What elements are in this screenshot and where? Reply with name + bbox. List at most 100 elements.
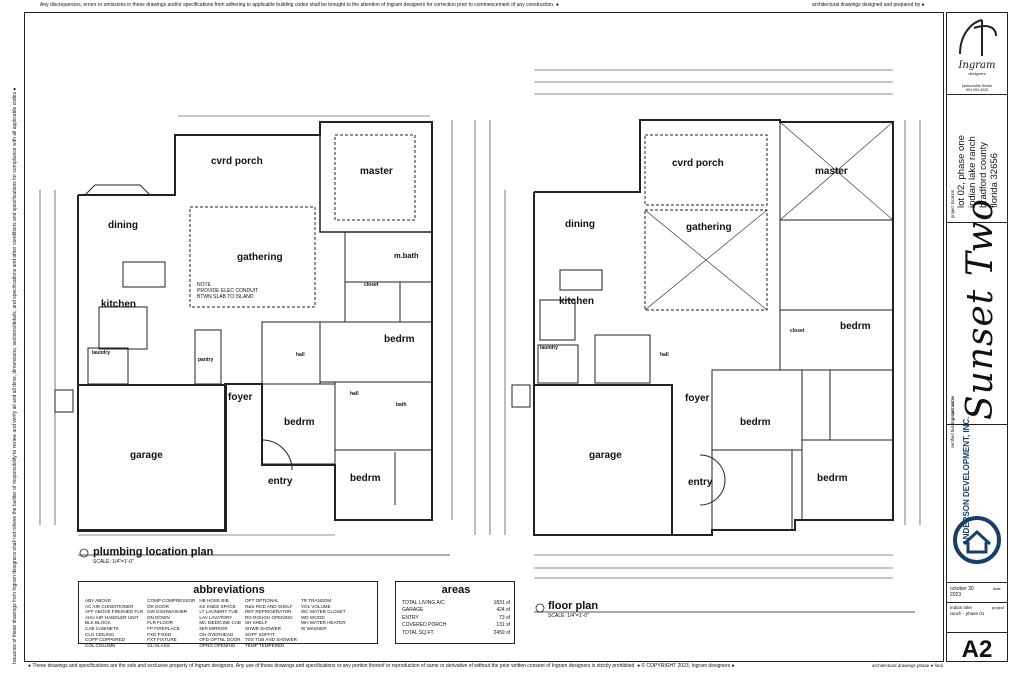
- abbreviations-title: abbreviations: [193, 584, 265, 596]
- abbr-entry: TR TRANSOM: [300, 598, 332, 603]
- project-name: Sunset Two: [960, 198, 1001, 420]
- abbr-entry: AFF ABOVE FINISHED FLR: [85, 609, 144, 615]
- floor-room-entry: entry: [688, 477, 713, 488]
- plumbing-room-garage: garage: [130, 450, 163, 461]
- floor-room-closet: closet: [790, 328, 805, 334]
- area-label: TOTAL SQ.FT.: [402, 629, 435, 636]
- abbr-entry: COPP COPPERED: [85, 637, 125, 643]
- sheet-date: october 30 2023: [950, 586, 974, 598]
- abbr-entry: FXD FIXED: [147, 631, 172, 637]
- abbr-entry: OH OVERHEAD: [199, 631, 234, 637]
- abbr-entry: OPT OPTIONAL: [244, 598, 279, 603]
- abbr-entry: OPNG OPENING: [199, 642, 236, 648]
- areas-title: areas: [441, 584, 471, 596]
- areas-row: TOTAL LIVING A/C 1831 sf: [402, 600, 510, 607]
- abbr-entry: HB HOSE BIB: [199, 598, 229, 603]
- plumbing-room-pantry: pantry: [198, 357, 214, 363]
- area-value: 73 sf: [499, 614, 510, 621]
- areas-table: areas TOTAL LIVING A/C 1831 sf GARAGE 42…: [395, 581, 515, 644]
- abbr-entry: SH SHELF: [244, 620, 268, 626]
- abbr-entry: FXT FIXTURE: [147, 637, 177, 643]
- plumbing-room-hall-1: hall: [296, 352, 305, 358]
- top-disclaimer: Any discrepancies, errors or omissions i…: [40, 2, 559, 8]
- firm-name: Ingram: [958, 60, 996, 71]
- floor-room-bedrm-2: bedrm: [740, 417, 771, 428]
- plumbing-room-bedrm-2: bedrm: [284, 417, 315, 428]
- abbr-entry: TEMP TEMPERED: [244, 642, 285, 648]
- sheet-project: indian lake ranch - phase 01: [950, 605, 985, 616]
- floor-room-hall: hall: [660, 352, 669, 358]
- areas-row: GARAGE 424 sf: [402, 607, 510, 614]
- areas-row: ENTRY 73 sf: [402, 615, 510, 622]
- plumbing-room-foyer: foyer: [228, 392, 253, 403]
- area-value: 2459 sf: [493, 629, 510, 636]
- plumbing-plan-scale: SCALE: 1/4"=1'-0": [93, 559, 134, 565]
- ingram-logo-icon: [959, 19, 997, 56]
- date-label: date: [993, 586, 1001, 591]
- firm-sub: designers: [968, 71, 986, 76]
- abbr-entry: REF REFRIGERATOR: [244, 609, 292, 615]
- abbr-entry: DW DISHWASHER: [147, 609, 188, 615]
- floor-room-laundry: laundry: [540, 345, 559, 351]
- abbr-entry: WC WATER CLOSET: [300, 609, 346, 615]
- project-location-label: project location: [950, 189, 955, 218]
- area-value: 1831 sf: [493, 600, 510, 606]
- area-label: GARAGE: [402, 607, 424, 614]
- abbr-entry: W WASHER: [300, 625, 327, 631]
- abbr-entry: CAB CABINETS: [85, 625, 119, 631]
- abbr-entry: FP FIREPLACE: [147, 625, 180, 631]
- floor-room-bedrm-1: bedrm: [840, 321, 871, 332]
- area-value: 131 sf: [496, 622, 510, 629]
- abbreviations-column: HB HOSE BIB KS KNEE SPACE LT LAUNDRY TUB…: [199, 598, 241, 648]
- plumbing-room-closet: closet: [364, 282, 379, 288]
- company-name: ANDERSON DEVELOPMENT, INC.: [962, 416, 971, 545]
- abbr-entry: KS KNEE SPACE: [199, 603, 236, 609]
- abbr-entry: R&S ROD AND SHELF: [244, 603, 293, 609]
- abbr-entry: VOL VOLUME: [300, 603, 331, 609]
- divider: [946, 222, 1008, 223]
- bottom-copyright: ● These drawings and specifications are …: [28, 663, 735, 669]
- plumbing-room-laundry: laundry: [92, 350, 111, 356]
- plumbing-plan-title: plumbing location plan: [93, 546, 214, 558]
- floor-plan-scale: SCALE: 1/4"=1'-0": [548, 613, 589, 619]
- floor-plan-title: floor plan: [548, 600, 599, 612]
- plumbing-room-m-bath: m.bath: [394, 251, 419, 260]
- firm-contact: jacksonville florida 904 994 4025: [962, 84, 992, 93]
- floor-room-dining: dining: [565, 219, 595, 230]
- plumbing-room-kitchen: kitchen: [101, 299, 137, 310]
- abbreviations-column: TR TRANSOM VOL VOLUME WC WATER CLOSET WD…: [301, 598, 346, 648]
- abbr-entry: LAV LAVATORY: [199, 614, 233, 620]
- divider: [946, 424, 1008, 425]
- floor-room-gathering: gathering: [686, 222, 732, 233]
- floor-room-master: master: [815, 166, 848, 177]
- abbr-entry: OFD OPTNL DOOR: [199, 637, 241, 643]
- abbr-entry: CLG CEILING: [85, 631, 115, 637]
- project-tag: project: [992, 605, 1005, 610]
- plumbing-room-master: master: [360, 166, 393, 177]
- plumbing-room-bedrm-3: bedrm: [350, 473, 381, 484]
- abbr-entry: SOFF SOFFIT: [244, 631, 275, 637]
- plumbing-room-bath: bath: [396, 402, 407, 408]
- abbr-entry: LT LAUNDRY TUB: [199, 609, 238, 615]
- area-value: 424 sf: [496, 607, 510, 614]
- plumbing-room-dining: dining: [108, 220, 138, 231]
- plumbing-room-bedrm-1: bedrm: [384, 334, 415, 345]
- abbr-entry: DN DOWN: [147, 614, 170, 620]
- areas-row: TOTAL SQ.FT. 2459 sf: [402, 630, 510, 637]
- area-label: COVERED PORCH: [402, 622, 447, 629]
- abbr-entry: MIR MIRROR: [199, 625, 228, 631]
- abbr-entry: AC AIR CONDITIONER: [85, 603, 134, 609]
- plumbing-room-hall-2: hall: [350, 391, 359, 397]
- floor-plan-walls: [474, 69, 921, 579]
- abbr-entry: SHWR SHOWER: [244, 625, 281, 631]
- abbreviations-table: abbreviations ABV ABOVE AC AIR CONDITION…: [78, 581, 378, 648]
- plumbing-note: NOTE PROVIDE ELEC CONDUIT BTWN SLAB TO I…: [197, 282, 259, 300]
- floor-room-kitchen: kitchen: [559, 296, 595, 307]
- floor-room-cvrd-porch: cvrd porch: [672, 158, 724, 169]
- drawing-frame: [24, 12, 944, 662]
- abbr-entry: RO ROUGH OPENING: [244, 614, 293, 620]
- abbr-entry: COMP COMPRESSOR: [147, 598, 196, 603]
- abbr-entry: MC MEDICINE CAB: [199, 620, 241, 626]
- area-label: ENTRY: [402, 614, 419, 621]
